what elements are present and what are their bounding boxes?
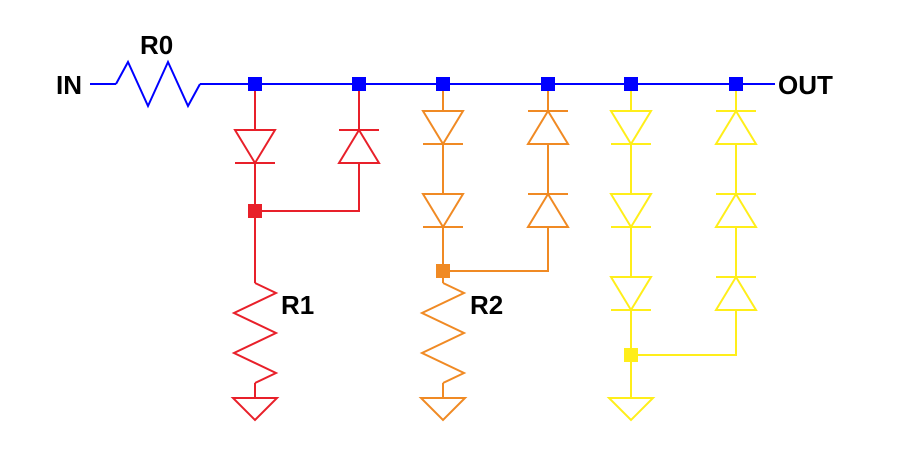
diode-down	[421, 110, 465, 146]
bus-node	[624, 77, 638, 91]
diode-down	[233, 129, 277, 165]
branch-3	[606, 91, 758, 422]
bus-node	[352, 77, 366, 91]
diode-up	[526, 192, 570, 228]
bus-node	[248, 77, 262, 91]
diode-up	[337, 128, 381, 164]
diode-up	[714, 275, 758, 311]
bus-node	[541, 77, 555, 91]
bus-node	[436, 77, 450, 91]
in-label: IN	[56, 70, 82, 100]
r0-resistor	[115, 59, 201, 109]
ground-symbol	[418, 397, 468, 422]
diode-up	[526, 109, 570, 145]
out-label: OUT	[778, 70, 833, 100]
diode-down	[609, 276, 653, 312]
diode-up	[714, 109, 758, 145]
r0-label: R0	[140, 30, 173, 60]
ground-symbol	[230, 397, 280, 422]
r1-label: R1	[281, 290, 314, 320]
branch-2	[418, 91, 570, 422]
branch-1	[230, 91, 381, 422]
r2-label: R2	[470, 290, 503, 320]
branch-3-node	[624, 348, 638, 362]
bus-node	[729, 77, 743, 91]
branch-2-node	[436, 264, 450, 278]
r1-resistor	[231, 282, 279, 384]
diode-down	[609, 193, 653, 229]
bus-nodes	[248, 77, 743, 91]
r2-resistor	[419, 282, 467, 384]
branch-1-node	[248, 204, 262, 218]
diode-down	[421, 193, 465, 229]
diode-down	[609, 110, 653, 146]
ground-symbol	[606, 397, 656, 422]
main-bus	[90, 59, 775, 109]
diode-up	[714, 192, 758, 228]
